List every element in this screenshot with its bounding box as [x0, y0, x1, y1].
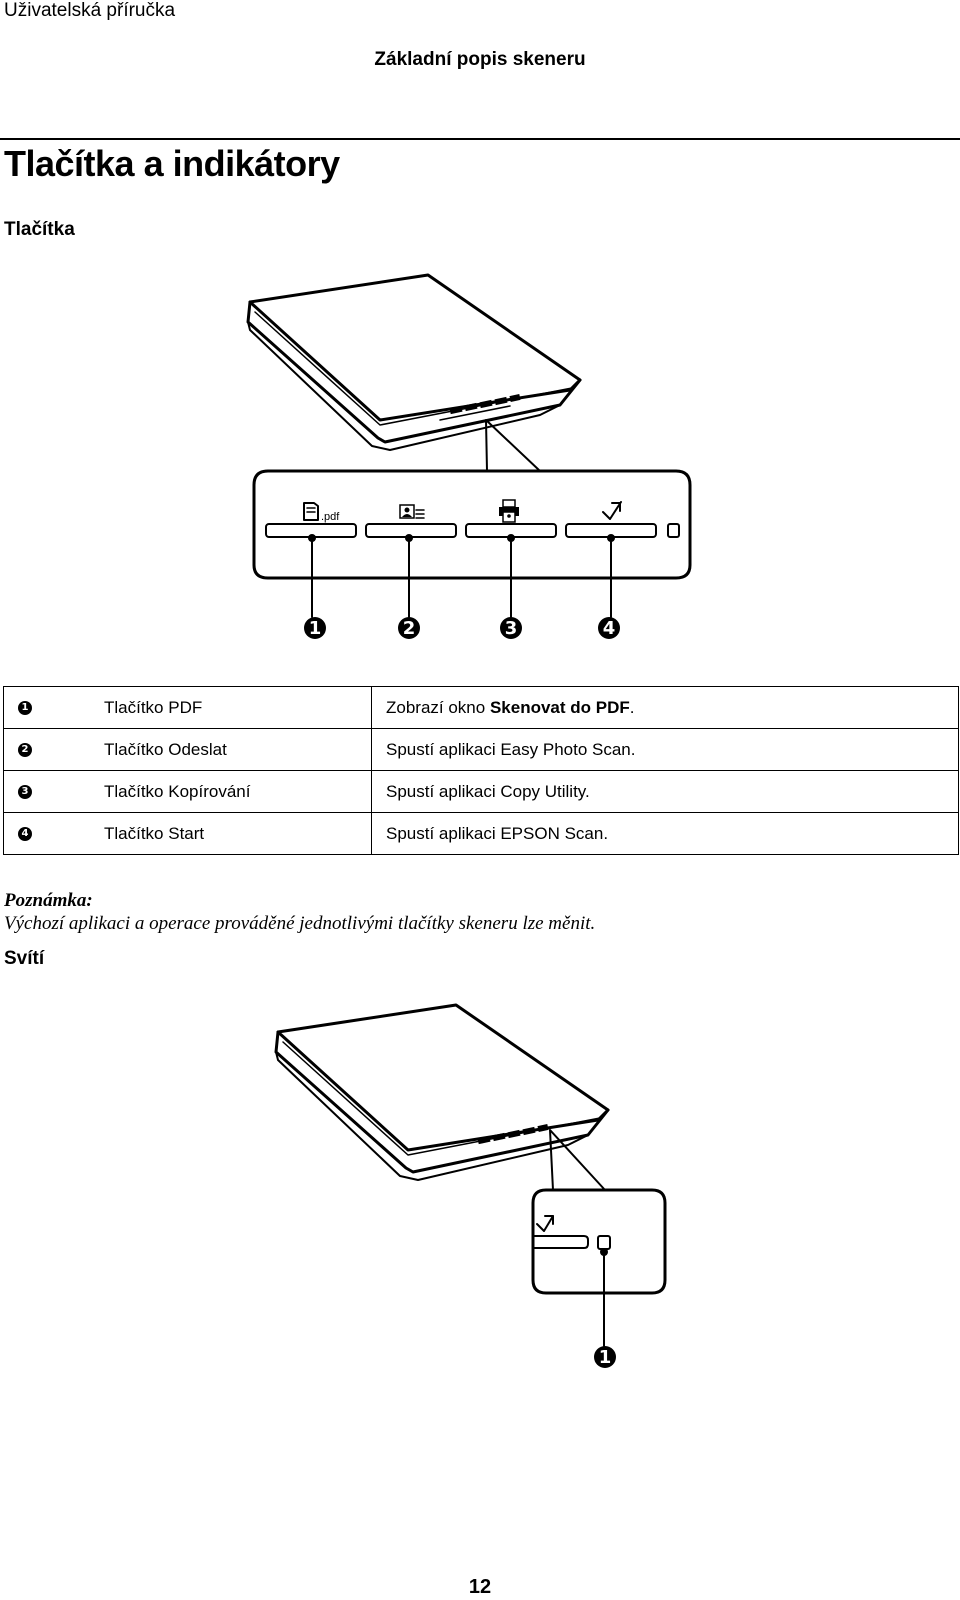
scanner-illustration: [274, 1003, 610, 1181]
table-row: 4 Tlačítko Start Spustí aplikaci EPSON Sc…: [3, 812, 959, 855]
start-button: [532, 1235, 589, 1249]
note-title: Poznámka:: [4, 890, 93, 911]
note-text: Výchozí aplikaci a operace prováděné jed…: [4, 913, 596, 934]
button-description: Spustí aplikaci EPSON Scan.: [386, 823, 609, 843]
scanner-front-buttons: [449, 394, 521, 415]
page-title: Tlačítka a indikátory: [4, 143, 340, 184]
button-description: Spustí aplikaci Easy Photo Scan.: [386, 739, 636, 759]
table-row: 1 Tlačítko PDF Zobrazí okno Skenovat do P…: [3, 686, 959, 729]
light-heading: Svítí: [4, 948, 45, 969]
callout-2: 2: [398, 617, 420, 639]
start-scan-icon: [536, 1215, 554, 1232]
buttons-heading: Tlačítka: [4, 219, 75, 240]
svg-text:4: 4: [603, 618, 616, 639]
section-title: Základní popis skeneru: [374, 49, 586, 70]
status-light: [597, 1235, 611, 1250]
callout-leaders: [311, 537, 612, 618]
running-header: Uživatelská příručka: [4, 0, 176, 21]
row-number-badge: 4: [18, 827, 32, 842]
send-contact-icon: [399, 504, 425, 519]
svg-text:3: 3: [505, 618, 518, 639]
copy-printer-icon: [499, 499, 519, 523]
description-end: .: [629, 697, 635, 717]
callout-1: 1: [594, 1346, 616, 1368]
title-rule: [0, 138, 960, 140]
start-scan-icon: [602, 501, 622, 520]
button-description: Zobrazí okno: [386, 697, 490, 717]
button-name: Tlačítko Kopírování: [104, 781, 251, 801]
dialog-name: Skenovat do PDF: [489, 697, 630, 717]
page-number: 12: [468, 1576, 492, 1598]
pdf-document-icon: .pdf: [303, 502, 340, 523]
scanner-light-figure: 1: [274, 1003, 667, 1368]
svg-text:1: 1: [309, 618, 322, 639]
scanner-front-buttons: [477, 1124, 549, 1145]
buttons-table: 1 Tlačítko PDF Zobrazí okno Skenovat do P…: [3, 686, 959, 855]
svg-text:.pdf: .pdf: [321, 511, 340, 523]
zoom-lines: [485, 419, 541, 472]
svg-text:2: 2: [403, 618, 416, 639]
row-number-badge: 2: [18, 743, 32, 758]
button-name: Tlačítko Start: [104, 823, 205, 843]
callout-3: 3: [500, 617, 522, 639]
callout-1: 1: [304, 617, 326, 639]
row-number-badge: 3: [18, 785, 32, 800]
table-row: 2 Tlačítko Odeslat Spustí aplikaci Easy P…: [3, 728, 959, 771]
callout-4: 4: [598, 617, 620, 639]
scanner-illustration: [246, 273, 582, 451]
button-panel: [252, 469, 692, 580]
svg-text:1: 1: [599, 1347, 612, 1368]
scanner-buttons-figure: .pdf 1 2 3 4: [246, 273, 692, 639]
zoom-lines: [549, 1129, 606, 1191]
button-description: Spustí aplikaci Copy Utility.: [386, 781, 590, 801]
button-name: Tlačítko Odeslat: [104, 739, 227, 759]
row-number-badge: 1: [18, 701, 32, 716]
light-panel: [531, 1188, 667, 1295]
table-row: 3 Tlačítko Kopírování Spustí aplikaci Cop…: [3, 770, 959, 813]
button-name: Tlačítko PDF: [104, 697, 203, 717]
status-light: [667, 523, 680, 538]
